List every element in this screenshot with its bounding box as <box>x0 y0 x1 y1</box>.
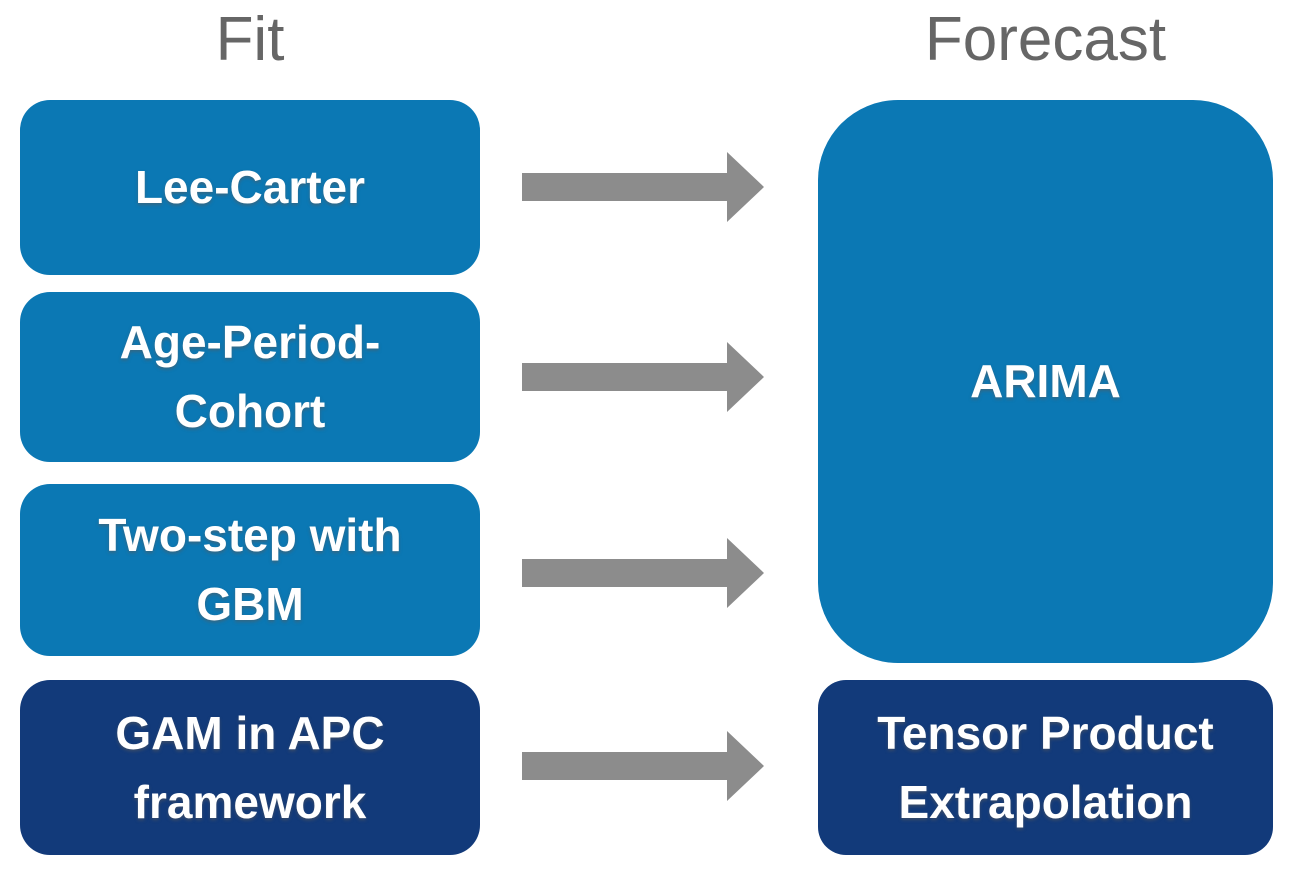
box-two-step-gbm-label: Two-step with GBM <box>98 509 402 630</box>
box-tensor-product-extrapolation-label: Tensor Product Extrapolation <box>877 706 1214 828</box>
box-arima: ARIMA <box>818 100 1273 663</box>
box-two-step-gbm: Two-step with GBM <box>20 484 480 656</box>
box-age-period-cohort: Age-Period-Cohort <box>20 292 480 462</box>
right-arrow-icon <box>522 342 764 412</box>
column-header-forecast: Forecast <box>924 5 1167 74</box>
box-lee-carter: Lee-Carter <box>20 100 480 275</box>
box-lee-carter-label: Lee-Carter <box>134 161 366 213</box>
right-arrow-icon <box>522 731 764 801</box>
box-tensor-product-extrapolation: Tensor Product Extrapolation <box>818 680 1273 855</box>
right-arrow-icon <box>522 152 764 222</box>
box-age-period-cohort-label: Age-Period-Cohort <box>119 316 381 437</box>
column-header-fit: Fit <box>215 5 285 74</box>
box-gam-apc-framework-label: GAM in APC framework <box>115 706 385 828</box>
right-arrow-icon <box>522 538 764 608</box>
box-gam-apc-framework: GAM in APC framework <box>20 680 480 855</box>
box-arima-label: ARIMA <box>970 355 1121 407</box>
